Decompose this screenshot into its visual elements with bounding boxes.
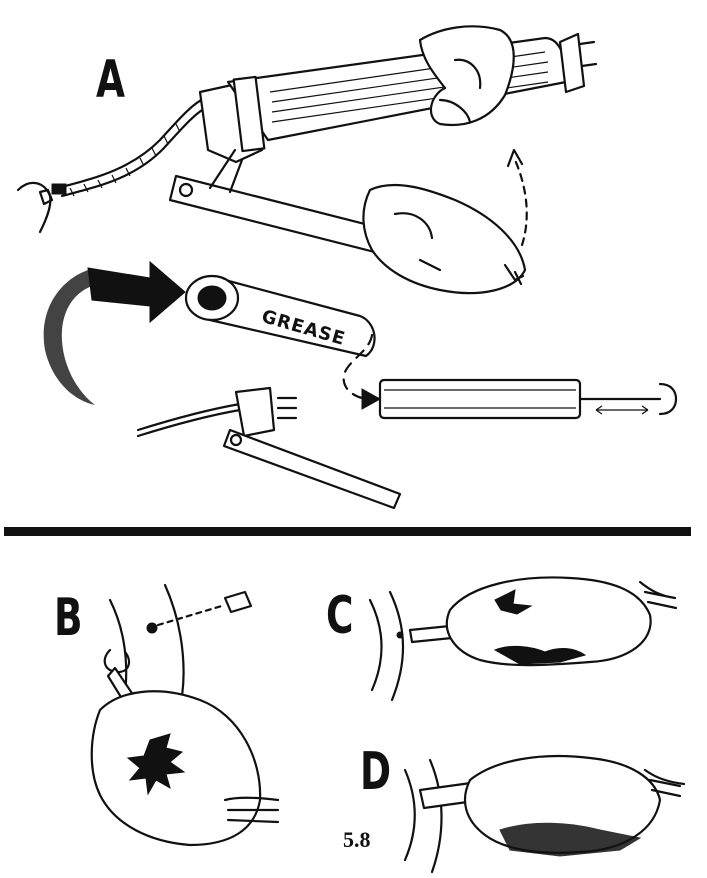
hose-coupler xyxy=(52,184,66,194)
grease-nipple xyxy=(225,592,251,612)
panel-d-tube xyxy=(405,756,684,872)
panel-label-b: B xyxy=(54,592,82,644)
section-divider xyxy=(4,527,691,536)
figure-number: 5.8 xyxy=(343,827,371,853)
refill-gun-head xyxy=(138,388,400,508)
cleaning-probe xyxy=(410,626,452,642)
grease-fitting xyxy=(18,183,52,232)
hand-on-lever xyxy=(363,185,525,293)
flexible-hose xyxy=(58,98,205,188)
gun-barrel xyxy=(228,38,566,140)
panel-b-fitting-removal xyxy=(92,585,278,845)
refill-barrel xyxy=(380,380,580,418)
big-black-arrow xyxy=(88,262,185,322)
panel-label-d: D xyxy=(360,746,390,798)
grease-spray xyxy=(44,270,95,405)
panel-label-a: A xyxy=(96,54,124,106)
panel-c-cleaning xyxy=(370,577,676,700)
motion-arrow xyxy=(515,160,527,245)
panel-label-c: C xyxy=(326,590,353,642)
fitting-hole xyxy=(147,623,157,633)
panel-a-refill-sequence xyxy=(44,262,676,508)
